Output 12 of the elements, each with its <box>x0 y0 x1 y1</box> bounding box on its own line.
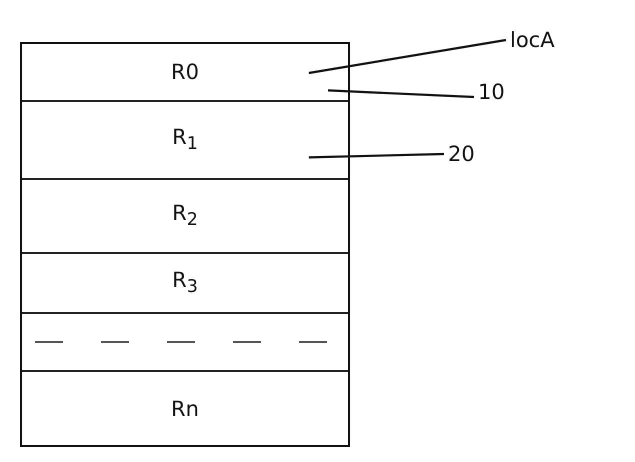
register-name: R0 <box>171 60 199 84</box>
register-name: R$_{3}$ <box>172 268 198 298</box>
register-name: R$_{2}$ <box>172 201 198 231</box>
leader-label: 20 <box>448 142 475 166</box>
leader-line <box>308 38 506 74</box>
leader-line <box>308 152 444 158</box>
leader-label: 10 <box>478 80 505 104</box>
leader-label: locA <box>510 28 555 52</box>
register-name: R$_{1}$ <box>172 125 198 155</box>
register-name: Rn <box>171 396 199 420</box>
leader-line <box>328 89 474 98</box>
register-table <box>20 42 350 447</box>
